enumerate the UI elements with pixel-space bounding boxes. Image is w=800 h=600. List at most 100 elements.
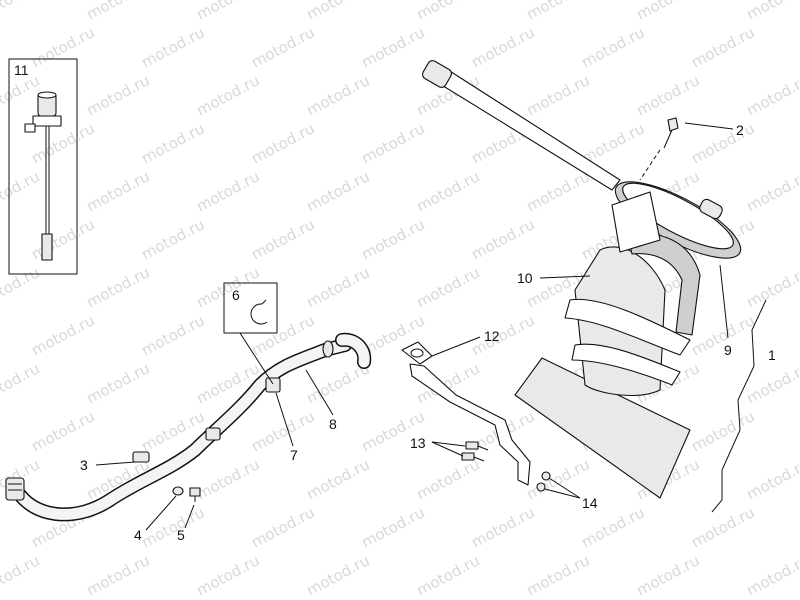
- watermark-text: motod.ru: [688, 407, 757, 455]
- tank-plate: [514, 357, 691, 499]
- leader-4: [145, 495, 177, 531]
- watermark-text: motod.ru: [303, 551, 372, 599]
- watermark-text: motod.ru: [193, 167, 262, 215]
- callout-3: 3: [80, 457, 88, 473]
- hose-elbow-inner: [336, 334, 370, 368]
- watermark-text: motod.ru: [358, 503, 427, 551]
- pump-band-2: [571, 343, 681, 386]
- watermark-text: motod.ru: [633, 551, 702, 599]
- watermark-text: motod.ru: [743, 359, 800, 407]
- watermark-text: motod.ru: [248, 119, 317, 167]
- watermark-text: motod.ru: [83, 263, 152, 311]
- watermark-text: motod.ru: [468, 23, 537, 71]
- bracket-arm: [409, 363, 531, 486]
- washer-and-bolt: [172, 486, 201, 502]
- bolt-13a-shank: [477, 445, 489, 451]
- leader-6: [239, 332, 274, 385]
- watermark-text: motod.ru: [358, 119, 427, 167]
- leader-14b: [544, 488, 581, 499]
- watermark-text: motod.ru: [523, 71, 592, 119]
- watermark-text: motod.ru: [523, 0, 592, 24]
- watermark-text: motod.ru: [578, 23, 647, 71]
- watermark-text: motod.ru: [633, 71, 702, 119]
- watermark-text: motod.ru: [193, 71, 262, 119]
- watermark-text: motod.ru: [138, 119, 207, 167]
- watermark-text: motod.ru: [28, 311, 97, 359]
- watermark-text: motod.ru: [138, 23, 207, 71]
- bracket-12: [401, 341, 551, 492]
- leader-7: [275, 392, 294, 447]
- leader-10: [539, 275, 591, 279]
- quick-connector-left: [5, 477, 25, 501]
- inset-box-fuel-sensor: [8, 58, 78, 275]
- callout-14: 14: [582, 495, 598, 511]
- hose-connector-right: [322, 340, 334, 358]
- callout-5: 5: [177, 527, 185, 543]
- leader-12: [431, 336, 481, 357]
- bracket-hole: [410, 348, 424, 358]
- watermark-text: motod.ru: [303, 455, 372, 503]
- watermark-text: motod.ru: [413, 455, 482, 503]
- watermark-text: motod.ru: [28, 215, 97, 263]
- callout-4: 4: [134, 527, 142, 543]
- watermark-text: motod.ru: [413, 551, 482, 599]
- inset-frame-6: [223, 282, 278, 334]
- leader-lines: [95, 122, 734, 531]
- assembly-bracket-line: [711, 299, 767, 513]
- watermark-text: motod.ru: [688, 23, 757, 71]
- sensor-flange: [32, 115, 62, 127]
- watermark-text: motod.ru: [28, 119, 97, 167]
- screw-2-axis: [639, 149, 661, 181]
- watermark-text: motod.ru: [138, 311, 207, 359]
- watermark-text: motod.ru: [413, 0, 482, 24]
- watermark-text: motod.ru: [743, 0, 800, 24]
- watermark-text: motod.ru: [248, 215, 317, 263]
- sensor-tab: [24, 123, 36, 133]
- watermark-text: motod.ru: [193, 0, 262, 24]
- watermark-text: motod.ru: [743, 263, 800, 311]
- watermark-text: motod.ru: [358, 23, 427, 71]
- watermark-text: motod.ru: [83, 359, 152, 407]
- watermark-text: motod.ru: [193, 551, 262, 599]
- callout-8: 8: [329, 416, 337, 432]
- clamp-ear: [261, 299, 267, 305]
- watermark-text: motod.ru: [413, 167, 482, 215]
- screw-2-shank: [663, 129, 673, 149]
- watermark-text: motod.ru: [28, 23, 97, 71]
- watermark-text: motod.ru: [358, 215, 427, 263]
- screw-2: [667, 117, 679, 132]
- callout-2: 2: [736, 122, 744, 138]
- callout-labels: 1 2 3 4 5 6 7 8 9 10 11 12 13 14: [14, 62, 776, 543]
- watermark-text: motod.ru: [0, 167, 43, 215]
- callout-7: 7: [290, 447, 298, 463]
- callout-9: 9: [724, 342, 732, 358]
- watermark-text: motod.ru: [28, 407, 97, 455]
- sensor-float: [41, 233, 53, 261]
- callout-6: 6: [232, 287, 240, 303]
- pump-outlet: [699, 198, 723, 220]
- watermark-text: motod.ru: [303, 263, 372, 311]
- watermark-text: motod.ru: [413, 263, 482, 311]
- pump-top-block: [611, 191, 661, 253]
- watermark-text: motod.ru: [633, 0, 702, 24]
- hose-clamp-3: [132, 451, 150, 463]
- watermark-text: motod.ru: [523, 167, 592, 215]
- leader-13b: [431, 441, 464, 457]
- watermark-text: motod.ru: [688, 119, 757, 167]
- watermark-text: motod.ru: [0, 71, 43, 119]
- watermark-text: motod.ru: [523, 551, 592, 599]
- callout-12: 12: [484, 328, 500, 344]
- watermark-text: motod.ru: [468, 215, 537, 263]
- leader-13a: [431, 441, 466, 447]
- bolt-5-head: [189, 487, 201, 497]
- watermark-text: motod.ru: [138, 215, 207, 263]
- leader-9: [719, 264, 729, 339]
- bolt-13b: [461, 452, 475, 461]
- watermark-text: motod.ru: [83, 551, 152, 599]
- nut-14a: [541, 471, 551, 481]
- inset-frame: [8, 58, 78, 275]
- watermark-text: motod.ru: [83, 167, 152, 215]
- nut-14b: [536, 482, 546, 492]
- watermark-text: motod.ru: [688, 503, 757, 551]
